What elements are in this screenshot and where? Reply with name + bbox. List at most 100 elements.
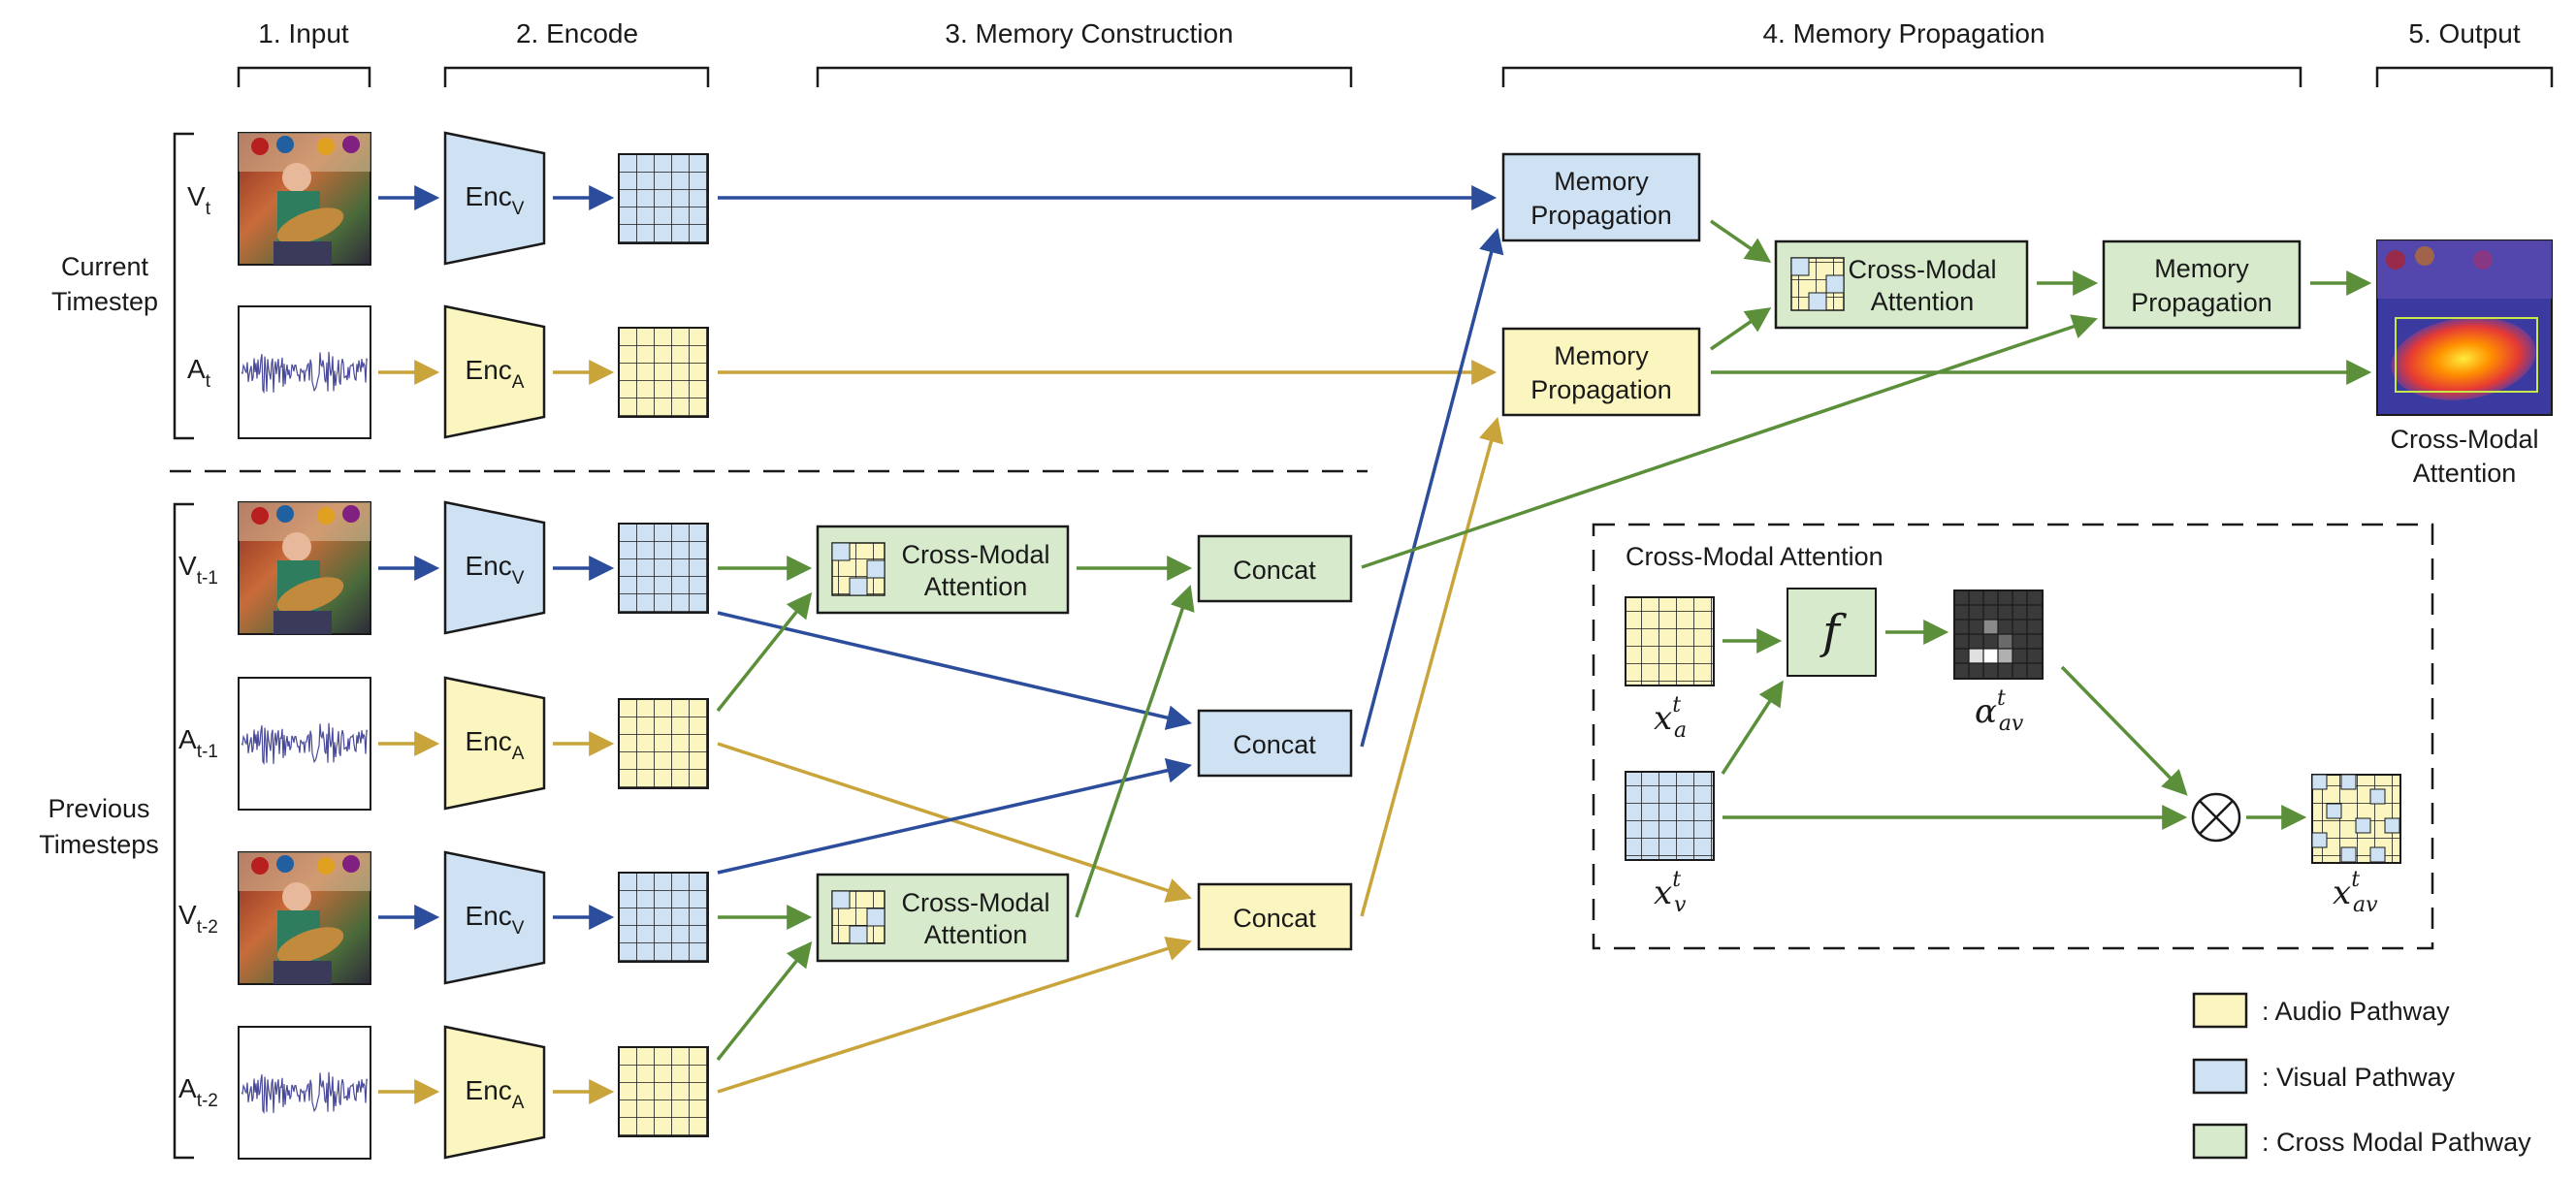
encode-arrows	[378, 185, 615, 1104]
inset-f-block	[1787, 588, 1877, 677]
feature-grid-at	[618, 327, 709, 418]
feature-grid-vt1	[618, 523, 709, 614]
legend-swatch	[2192, 1123, 2248, 1160]
svg-text:Attention: Attention	[924, 920, 1028, 949]
encoder-audio-at2: EncA	[443, 1025, 546, 1160]
svg-text:Concat: Concat	[1233, 556, 1316, 585]
feature-grids	[618, 153, 709, 1137]
row-label-at: At	[187, 354, 211, 392]
legend-label: : Audio Pathway	[2262, 997, 2450, 1026]
svg-text:Cross-Modal: Cross-Modal	[1848, 255, 1996, 284]
stage-output-label: 5. Output	[2408, 18, 2520, 48]
stage-input-label: 1. Input	[258, 18, 349, 48]
previous-timesteps-brace	[173, 502, 194, 1160]
svg-text:EncA: EncA	[466, 1075, 525, 1113]
stage-memory-propagation-label: 4. Memory Propagation	[1762, 18, 2045, 48]
stage-memory-construction-label: 3. Memory Construction	[945, 18, 1233, 48]
waveform-at1	[238, 677, 371, 811]
cma-block-t1: Cross-Modal Attention	[816, 525, 1070, 615]
svg-text:EncV: EncV	[466, 181, 525, 219]
feature-grid-vt2	[618, 872, 709, 963]
legend-item: : Cross Modal Pathway	[2192, 1123, 2531, 1160]
svg-text:EncA: EncA	[466, 726, 525, 764]
svg-text:Concat: Concat	[1233, 904, 1316, 933]
video-frame-vt2	[238, 851, 371, 985]
waveform-at2	[238, 1026, 371, 1160]
cma-block-t2: Cross-Modal Attention	[816, 873, 1070, 963]
memprop-cross: Memory Propagation	[2102, 239, 2302, 330]
legend-label: : Visual Pathway	[2262, 1063, 2456, 1092]
inputs	[238, 132, 371, 1160]
current-timestep-brace	[173, 132, 194, 440]
concat-cross: Concat	[1197, 534, 1353, 603]
feature-grid-at1	[618, 698, 709, 789]
row-label-at1: At-1	[178, 724, 218, 762]
encoder-audio-at: EncA	[443, 304, 546, 439]
row-label-at2: At-2	[178, 1073, 218, 1111]
stage-headers: 1. Input 2. Encode 3. Memory Constructio…	[237, 18, 2554, 87]
svg-text:Cross-Modal: Cross-Modal	[901, 888, 1049, 917]
stage-input-bracket	[237, 66, 371, 87]
inset-multiply-icon	[2191, 792, 2241, 843]
stage-memory-propagation-bracket	[1501, 66, 2302, 87]
inset-attention-map	[1953, 590, 2044, 680]
previous-timesteps-line1: Previous	[48, 794, 149, 823]
svg-text:Memory: Memory	[1554, 167, 1649, 196]
memprop-audio: Memory Propagation	[1501, 327, 1701, 417]
concat-visual: Concat	[1197, 709, 1353, 778]
stage-encode-bracket	[443, 66, 710, 87]
svg-text:EncA: EncA	[466, 355, 525, 393]
output-caption-line1: Cross-Modal	[2390, 425, 2538, 454]
encoders: EncV EncA EncV EncA EncV EncA	[443, 131, 546, 1160]
encoder-visual-vt2: EncV	[443, 850, 546, 985]
output-caption-line2: Attention	[2413, 459, 2517, 488]
memprop-visual: Memory Propagation	[1501, 152, 1701, 242]
legend: : Audio Pathway : Visual Pathway : Cross M…	[2192, 992, 2531, 1160]
svg-text:Propagation: Propagation	[1530, 375, 1672, 404]
svg-text:Memory: Memory	[1554, 341, 1649, 370]
row-labels: Vt At Vt-1 At-1 Vt-2 At-2	[178, 181, 218, 1111]
flow-arrows	[716, 185, 2372, 1094]
previous-timesteps-line2: Timesteps	[39, 830, 159, 859]
svg-text:Concat: Concat	[1233, 730, 1316, 759]
encoder-visual-vt: EncV	[443, 131, 546, 266]
row-label-vt: Vt	[187, 181, 211, 219]
svg-text:Memory: Memory	[2154, 254, 2249, 283]
svg-text:Propagation: Propagation	[1530, 201, 1672, 230]
stage-memory-construction-bracket	[816, 66, 1353, 87]
encoder-audio-at1: EncA	[443, 676, 546, 811]
inset-visual-feature	[1625, 771, 1715, 861]
row-label-vt1: Vt-1	[178, 551, 218, 589]
current-timestep-line1: Current	[61, 252, 149, 281]
legend-label: : Cross Modal Pathway	[2262, 1128, 2531, 1157]
svg-text:EncV: EncV	[466, 551, 525, 589]
inset-output-feature	[2311, 774, 2401, 864]
cma-block-current: Cross-Modal Attention	[1774, 239, 2029, 330]
legend-swatch	[2192, 1058, 2248, 1095]
output-attention-map: Cross-Modal Attention	[2376, 239, 2553, 488]
current-timestep-line2: Timestep	[51, 287, 158, 316]
waveform-at	[238, 305, 371, 439]
stage-output-bracket	[2375, 66, 2554, 87]
svg-text:Attention: Attention	[1871, 287, 1975, 316]
inset-audio-feature	[1625, 596, 1715, 686]
video-frame-vt	[238, 132, 371, 266]
legend-swatch	[2192, 992, 2248, 1029]
stage-encode-label: 2. Encode	[516, 18, 638, 48]
legend-item: : Visual Pathway	[2192, 1058, 2456, 1095]
concat-audio: Concat	[1197, 882, 1353, 951]
inset-title: Cross-Modal Attention	[1626, 542, 1884, 571]
legend-item: : Audio Pathway	[2192, 992, 2450, 1029]
video-frame-vt1	[238, 501, 371, 635]
svg-text:Cross-Modal: Cross-Modal	[901, 540, 1049, 569]
svg-text:Propagation: Propagation	[2131, 288, 2272, 317]
timestep-groups: Current Timestep Previous Timesteps	[39, 132, 1368, 1160]
svg-text:Attention: Attention	[924, 572, 1028, 601]
feature-grid-at2	[618, 1046, 709, 1137]
feature-grid-vt	[618, 153, 709, 244]
